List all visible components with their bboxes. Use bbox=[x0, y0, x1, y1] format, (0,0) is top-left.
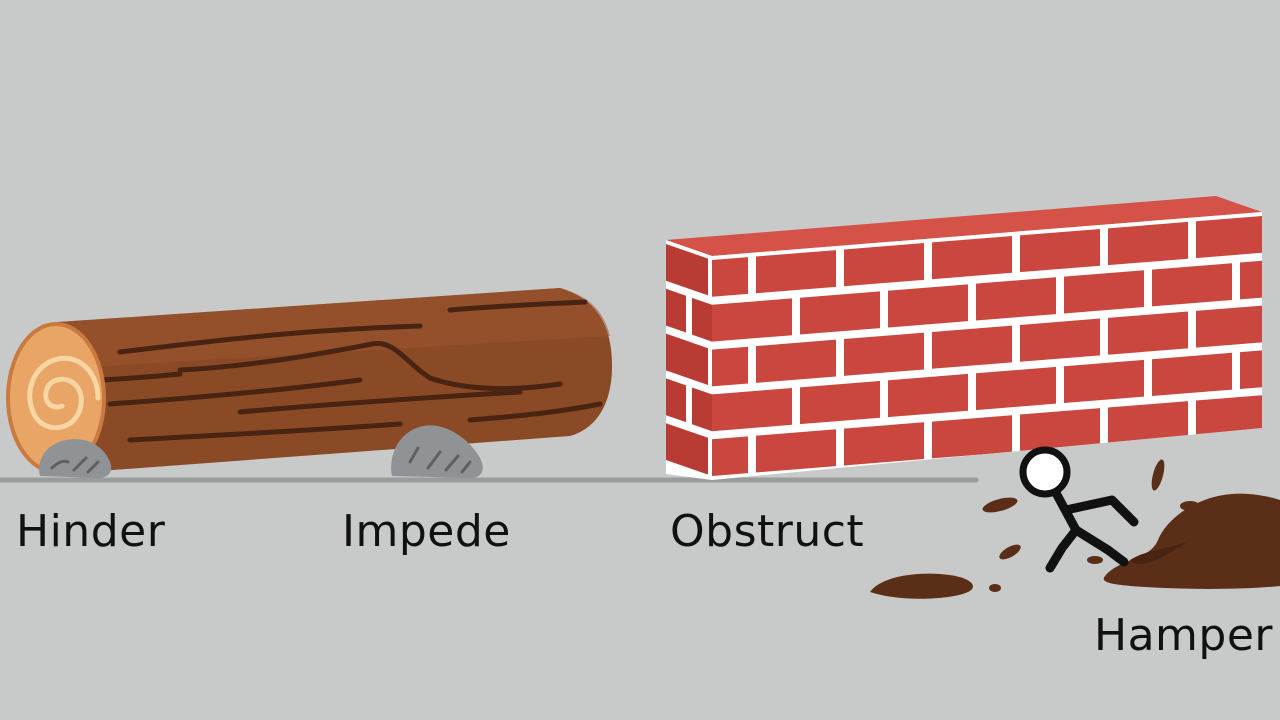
brick bbox=[888, 373, 968, 418]
wall-top bbox=[666, 196, 1262, 256]
brick bbox=[800, 291, 880, 335]
brick bbox=[1240, 345, 1262, 389]
brick bbox=[1152, 352, 1232, 396]
brick bbox=[932, 236, 1012, 280]
word-impede: Impede bbox=[342, 506, 511, 557]
brick bbox=[932, 415, 1012, 459]
brick bbox=[800, 380, 880, 425]
brick bbox=[1020, 408, 1100, 452]
brick bbox=[756, 339, 836, 383]
word-obstruct: Obstruct bbox=[670, 506, 865, 557]
brick bbox=[976, 366, 1056, 411]
brick-side bbox=[666, 333, 708, 386]
brick bbox=[1196, 304, 1262, 348]
brick bbox=[756, 250, 836, 294]
brick bbox=[1020, 228, 1100, 273]
word-hamper: Hamper bbox=[1094, 610, 1273, 661]
brick-side bbox=[666, 423, 708, 475]
brick bbox=[844, 243, 924, 287]
brick bbox=[712, 388, 792, 432]
brick-side bbox=[666, 288, 686, 333]
brick bbox=[1064, 270, 1144, 314]
brick bbox=[1152, 263, 1232, 307]
rock-left bbox=[39, 439, 112, 478]
brick bbox=[1108, 401, 1188, 445]
brick bbox=[712, 346, 748, 390]
mud-puddles bbox=[870, 459, 1280, 599]
brick bbox=[1196, 394, 1262, 438]
rock-middle bbox=[391, 425, 483, 478]
brick bbox=[712, 436, 748, 480]
log bbox=[6, 288, 612, 474]
brick bbox=[712, 298, 792, 342]
brick-side bbox=[666, 378, 686, 423]
brick bbox=[932, 325, 1012, 369]
brick-side bbox=[692, 387, 712, 432]
brick bbox=[888, 284, 968, 328]
brick bbox=[1108, 221, 1188, 266]
brick bbox=[1064, 359, 1144, 404]
brick-side bbox=[666, 244, 708, 296]
brick bbox=[844, 422, 924, 466]
brick bbox=[1020, 318, 1100, 362]
brick-wall bbox=[666, 196, 1262, 480]
brick bbox=[1240, 256, 1262, 300]
brick bbox=[976, 277, 1056, 321]
brick-side bbox=[692, 297, 712, 342]
brick bbox=[844, 332, 924, 376]
word-hinder: Hinder bbox=[16, 506, 166, 557]
brick bbox=[1196, 214, 1262, 259]
stick-figure bbox=[1019, 446, 1139, 573]
brick bbox=[756, 429, 836, 473]
brick bbox=[1108, 311, 1188, 355]
brick bbox=[712, 257, 748, 301]
